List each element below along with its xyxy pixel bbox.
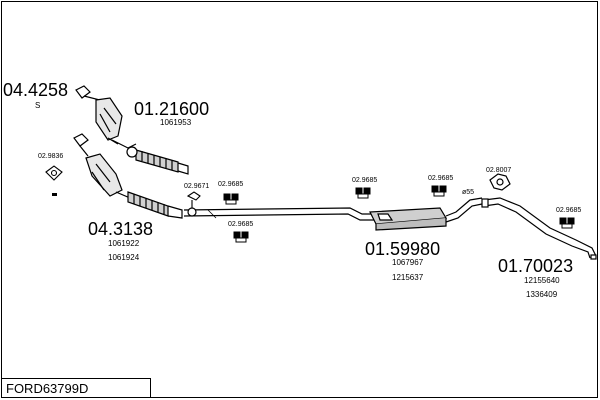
- fitting-label-3: 02.9685: [218, 181, 243, 188]
- upper-catalyst[interactable]: [75, 85, 137, 149]
- fitting-leader: [207, 209, 217, 219]
- hanger-fitting-8[interactable]: [559, 217, 575, 229]
- fitting-label-2: 02.9671: [184, 183, 209, 190]
- fitting-label-1: 02.9836: [38, 153, 63, 160]
- rear-tail-pipe[interactable]: [481, 197, 597, 260]
- part-suffix-1: S: [35, 101, 40, 110]
- fitting-label-7: 02.8007: [486, 167, 511, 174]
- part-ref-4b: 1215637: [392, 273, 424, 282]
- small-marker: [52, 193, 57, 196]
- diagram-code-box: FORD63799D: [1, 378, 151, 398]
- gasket-fitting-1[interactable]: [45, 165, 63, 181]
- fitting-label-9: ø55: [462, 189, 474, 196]
- part-number-3: 04.3138: [88, 219, 153, 239]
- lower-catalyst[interactable]: [73, 133, 131, 199]
- part-number-4: 01.59980: [365, 239, 440, 259]
- fitting-label-8: 02.9685: [556, 207, 581, 214]
- diagram-code: FORD63799D: [6, 381, 89, 396]
- hanger-fitting-3[interactable]: [223, 193, 239, 205]
- part-ref-5b: 1336409: [526, 290, 558, 299]
- hanger-fitting-5[interactable]: [355, 187, 371, 199]
- fitting-label-6: 02.9685: [428, 175, 453, 182]
- part-number-1: 04.4258: [3, 80, 68, 100]
- part-ref-5a: 12155640: [524, 276, 560, 285]
- hanger-fitting-6[interactable]: [431, 185, 447, 197]
- middle-silencer[interactable]: [369, 207, 448, 231]
- part-number-2: 01.21600: [134, 99, 209, 119]
- lower-flex-pipe[interactable]: [127, 191, 183, 219]
- part-ref-3a: 1061922: [108, 239, 140, 248]
- part-ref-3b: 1061924: [108, 253, 140, 262]
- part-number-5: 01.70023: [498, 256, 573, 276]
- fitting-label-5: 02.9685: [352, 177, 377, 184]
- hanger-fitting-4[interactable]: [233, 231, 249, 243]
- fitting-label-4: 02.9685: [228, 221, 253, 228]
- intermediate-pipe[interactable]: [183, 207, 376, 221]
- clamp-fitting-2[interactable]: [186, 191, 201, 208]
- upper-flex-pipe[interactable]: [126, 146, 189, 175]
- part-ref-2a: 1061953: [160, 118, 192, 127]
- rear-connecting-pipe[interactable]: [445, 197, 483, 223]
- clamp-fitting-7[interactable]: [489, 173, 511, 191]
- part-ref-4a: 1067967: [392, 258, 424, 267]
